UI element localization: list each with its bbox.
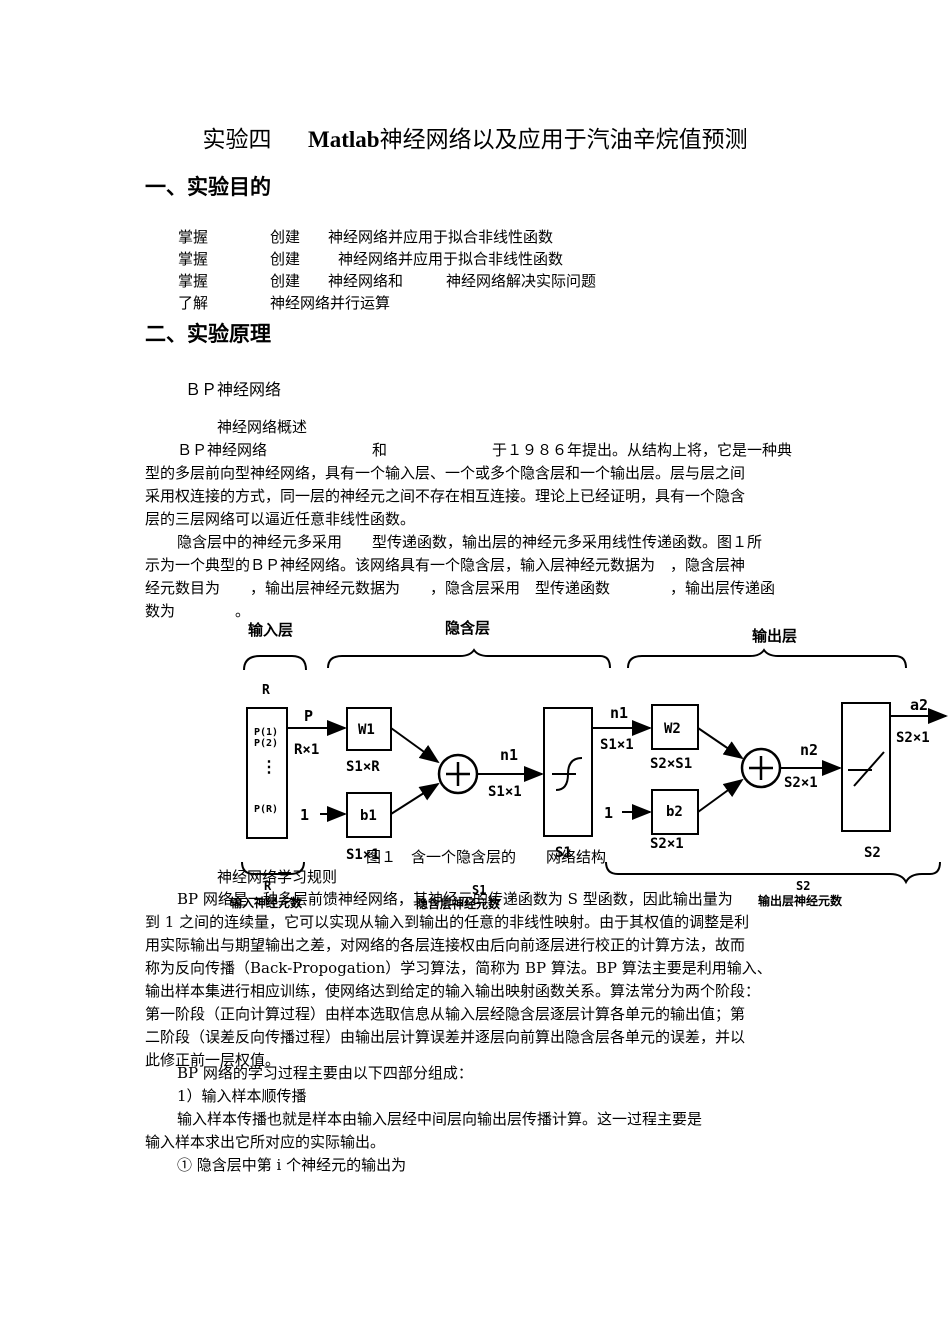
label-s1-under: S1 [555, 845, 572, 861]
arrow-w1-sum [390, 727, 440, 764]
objective-item: 掌握 创建 神经网络和 神经网络解决实际问题 [178, 272, 597, 290]
label-s1x1-out: S1×1 [600, 737, 634, 753]
label-s2x1-mid: S2×1 [784, 775, 818, 791]
arrow-w2-sum [697, 727, 744, 760]
paragraph-learning-rule: BP 网络是一种多层前馈神经网络，其神经元的传递函数为 S 型函数，因此输出量为… [145, 890, 772, 1069]
label-one-a: 1 [300, 806, 309, 824]
objective-item: 掌握 创建 神经网络并应用于拟合非线性函数 [178, 228, 554, 246]
label-input-count: 输入神经元数 [230, 895, 303, 910]
label-p: P [304, 707, 313, 725]
arrow-b1-sum [390, 782, 440, 815]
paragraph-four-parts: BP 网络的学习过程主要由以下四部分组成： [177, 1064, 473, 1082]
linear-icon [848, 751, 885, 787]
label-n1-out: n1 [610, 704, 628, 722]
label-dots: ⋮ [261, 757, 277, 776]
label-r-top: R [262, 683, 270, 698]
label-s1xr: S1×R [346, 759, 380, 775]
arrow-b2-sum [697, 778, 744, 813]
label-one-b: 1 [604, 804, 613, 822]
section-heading-objectives: 一、实验目的 [145, 175, 271, 199]
objective-item: 了解 神经网络并行运算 [178, 294, 391, 312]
label-a2: a2 [910, 696, 928, 714]
paragraph-hidden-layer: 隐含层中的神经元多采用 型传递函数，输出层的神经元多采用线性传递函数。图１所 示… [145, 533, 776, 620]
label-input-layer: 输入层 [248, 621, 293, 639]
label-s2x1-out: S2×1 [896, 730, 930, 746]
document-title: 实验四 Matlab神经网络以及应用于汽油辛烷值预测 [202, 127, 748, 153]
paragraph-overview: ＢＰ神经网络 和 于１９８６年提出。从结构上将，它是一种典 型的多层前向型神经网… [145, 441, 793, 528]
label-pr: P(R) [254, 804, 278, 815]
label-n2: n2 [800, 741, 818, 759]
b1-box [346, 792, 392, 838]
label-s1x1-b: S1×1 [346, 847, 380, 863]
label-b1: b1 [360, 808, 377, 824]
label-w1: W1 [358, 722, 375, 738]
label-w2: W2 [664, 721, 681, 737]
label-rx1: R×1 [294, 742, 319, 758]
label-b2: b2 [666, 804, 683, 820]
label-s2xs1: S2×S1 [650, 756, 692, 772]
label-output-count: 输出层神经元数 [758, 893, 843, 908]
label-p1: P(1) [254, 727, 278, 738]
section-heading-principles: 二、实验原理 [145, 322, 271, 346]
layer-braces [243, 648, 907, 671]
input-vector-box [246, 707, 288, 839]
subheading-overview: 神经网络概述 [217, 418, 308, 436]
bottom-braces [241, 861, 941, 885]
label-s2x1-b: S2×1 [650, 836, 684, 852]
figure-caption: 图１ 含一个隐含层的 网络结构 [366, 848, 607, 866]
paragraph-forward: 输入样本传播也就是样本由输入层经中间层向输出层传播计算。这一过程主要是 输入样本… [145, 1110, 703, 1151]
linear-transfer-box [841, 702, 891, 832]
subheading-bp-network: ＢＰ神经网络 [185, 380, 282, 399]
label-s2-under: S2 [864, 845, 881, 861]
list-item-hidden-output: ① 隐含层中第 i 个神经元的输出为 [177, 1156, 407, 1174]
list-item-forward-propagation: 1）输入样本顺传播 [177, 1087, 307, 1105]
w2-box [651, 704, 699, 750]
label-p2: P(2) [254, 738, 278, 749]
label-hidden-layer: 隐含层 [445, 619, 490, 637]
objective-item: 掌握 创建 神经网络并应用于拟合非线性函数 [178, 250, 564, 268]
label-s2-bottom: S2 [796, 879, 810, 893]
label-output-layer: 输出层 [752, 627, 797, 645]
label-s1x1-mid: S1×1 [488, 784, 522, 800]
label-n1-mid: n1 [500, 746, 518, 764]
bp-network-diagram: 输入层 隐含层 输出层 R P(1) P(2) ⋮ P(R) P R×1 W1 … [230, 619, 948, 911]
label-r-bottom: R [264, 879, 272, 893]
sigmoid-transfer-box [543, 707, 593, 837]
label-s1-bottom: S1 [472, 883, 486, 897]
subheading-learning-rule: 神经网络学习规则 [217, 868, 338, 886]
label-hidden-count: 隐含层神经元数 [416, 896, 501, 911]
sigmoid-icon [552, 757, 583, 791]
